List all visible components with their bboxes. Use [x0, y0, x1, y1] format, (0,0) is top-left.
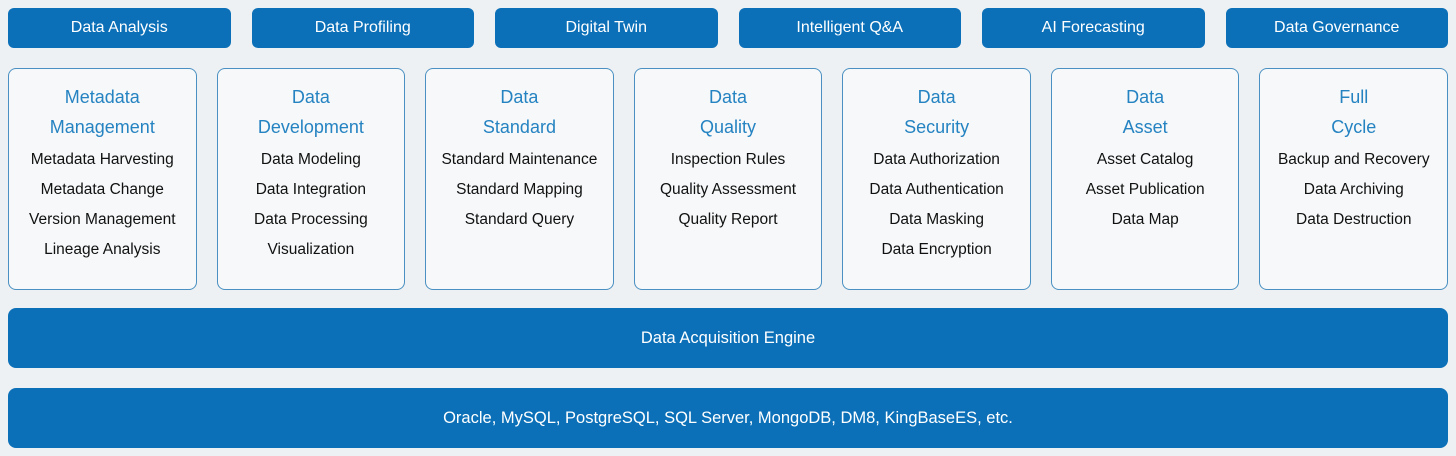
card-title-line: Full	[1339, 87, 1369, 107]
card-title-line: Standard	[482, 117, 556, 137]
top-button-digital-twin[interactable]: Digital Twin	[495, 8, 718, 48]
card-title: Data Standard	[426, 82, 613, 142]
card-item: Data Map	[1111, 211, 1179, 228]
top-button-row: Data Analysis Data Profiling Digital Twi…	[8, 8, 1448, 48]
card-item-list: Backup and Recovery Data Archiving Data …	[1260, 145, 1447, 235]
card-item: Standard Mapping	[456, 181, 583, 198]
card-item: Metadata Change	[40, 181, 164, 198]
card-item: Data Destruction	[1296, 211, 1412, 228]
card-item: Data Archiving	[1303, 181, 1404, 198]
card-item-list: Metadata Harvesting Metadata Change Vers…	[9, 145, 196, 265]
card-title-line: Data	[291, 87, 330, 107]
card-item: Asset Publication	[1085, 181, 1205, 198]
database-sources-label: Oracle, MySQL, PostgreSQL, SQL Server, M…	[443, 408, 1013, 427]
card-title-line: Data	[917, 87, 956, 107]
card-item: Inspection Rules	[670, 151, 786, 168]
top-button-data-analysis[interactable]: Data Analysis	[8, 8, 231, 48]
card-data-quality: Data Quality Inspection Rules Quality As…	[633, 68, 823, 290]
card-data-standard: Data Standard Standard Maintenance Stand…	[425, 68, 614, 290]
card-title: Data Development	[218, 82, 405, 142]
top-button-intelligent-qa[interactable]: Intelligent Q&A	[738, 8, 961, 48]
card-title-line: Cycle	[1331, 117, 1377, 137]
card-title: Data Asset	[1052, 82, 1239, 142]
card-item-list: Data Modeling Data Integration Data Proc…	[218, 145, 405, 265]
card-item: Quality Report	[678, 211, 778, 228]
card-item: Data Encryption	[881, 241, 992, 258]
card-title-line: Management	[49, 117, 155, 137]
top-button-data-governance[interactable]: Data Governance	[1225, 8, 1448, 48]
card-item: Data Processing	[254, 211, 368, 228]
card-item: Quality Assessment	[659, 181, 797, 198]
card-title: Data Security	[843, 82, 1030, 142]
card-full-cycle: Full Cycle Backup and Recovery Data Arch…	[1259, 68, 1449, 290]
card-item: Data Authorization	[873, 151, 1000, 168]
capability-cards-row: Metadata Management Metadata Harvesting …	[8, 68, 1449, 290]
card-item: Visualization	[267, 241, 355, 258]
card-item: Backup and Recovery	[1277, 151, 1430, 168]
card-title: Metadata Management	[9, 82, 196, 142]
card-item: Data Masking	[889, 211, 984, 228]
card-item: Data Integration	[255, 181, 367, 198]
card-title: Data Quality	[635, 82, 822, 142]
card-title-line: Quality	[700, 117, 757, 137]
card-item: Data Modeling	[260, 151, 361, 168]
card-item: Version Management	[29, 211, 176, 228]
card-item: Standard Query	[464, 211, 575, 228]
card-item: Standard Maintenance	[441, 151, 598, 168]
card-title-line: Data	[500, 87, 539, 107]
card-item-list: Asset Catalog Asset Publication Data Map	[1052, 145, 1239, 235]
card-title-line: Data	[709, 87, 748, 107]
card-data-security: Data Security Data Authorization Data Au…	[842, 68, 1031, 290]
card-item-list: Inspection Rules Quality Assessment Qual…	[635, 145, 822, 235]
card-data-development: Data Development Data Modeling Data Inte…	[216, 68, 406, 290]
card-title-line: Security	[904, 117, 970, 137]
card-item: Data Authentication	[869, 181, 1004, 198]
card-item-list: Data Authorization Data Authentication D…	[843, 145, 1030, 265]
card-title-line: Metadata	[64, 87, 140, 107]
card-title-line: Asset	[1122, 117, 1168, 137]
card-title-line: Development	[257, 117, 364, 137]
database-sources-bar: Oracle, MySQL, PostgreSQL, SQL Server, M…	[8, 388, 1448, 448]
card-data-asset: Data Asset Asset Catalog Asset Publicati…	[1050, 68, 1240, 290]
card-item: Asset Catalog	[1096, 151, 1194, 168]
top-button-ai-forecasting[interactable]: AI Forecasting	[982, 8, 1205, 48]
card-title: Full Cycle	[1260, 82, 1447, 142]
card-item: Lineage Analysis	[44, 241, 161, 258]
data-acquisition-engine-label: Data Acquisition Engine	[640, 328, 816, 347]
card-metadata-management: Metadata Management Metadata Harvesting …	[8, 68, 197, 290]
card-item-list: Standard Maintenance Standard Mapping St…	[426, 145, 613, 235]
data-acquisition-engine-bar: Data Acquisition Engine	[8, 308, 1448, 368]
card-title-line: Data	[1126, 87, 1165, 107]
top-button-data-profiling[interactable]: Data Profiling	[251, 8, 474, 48]
card-item: Metadata Harvesting	[30, 151, 174, 168]
